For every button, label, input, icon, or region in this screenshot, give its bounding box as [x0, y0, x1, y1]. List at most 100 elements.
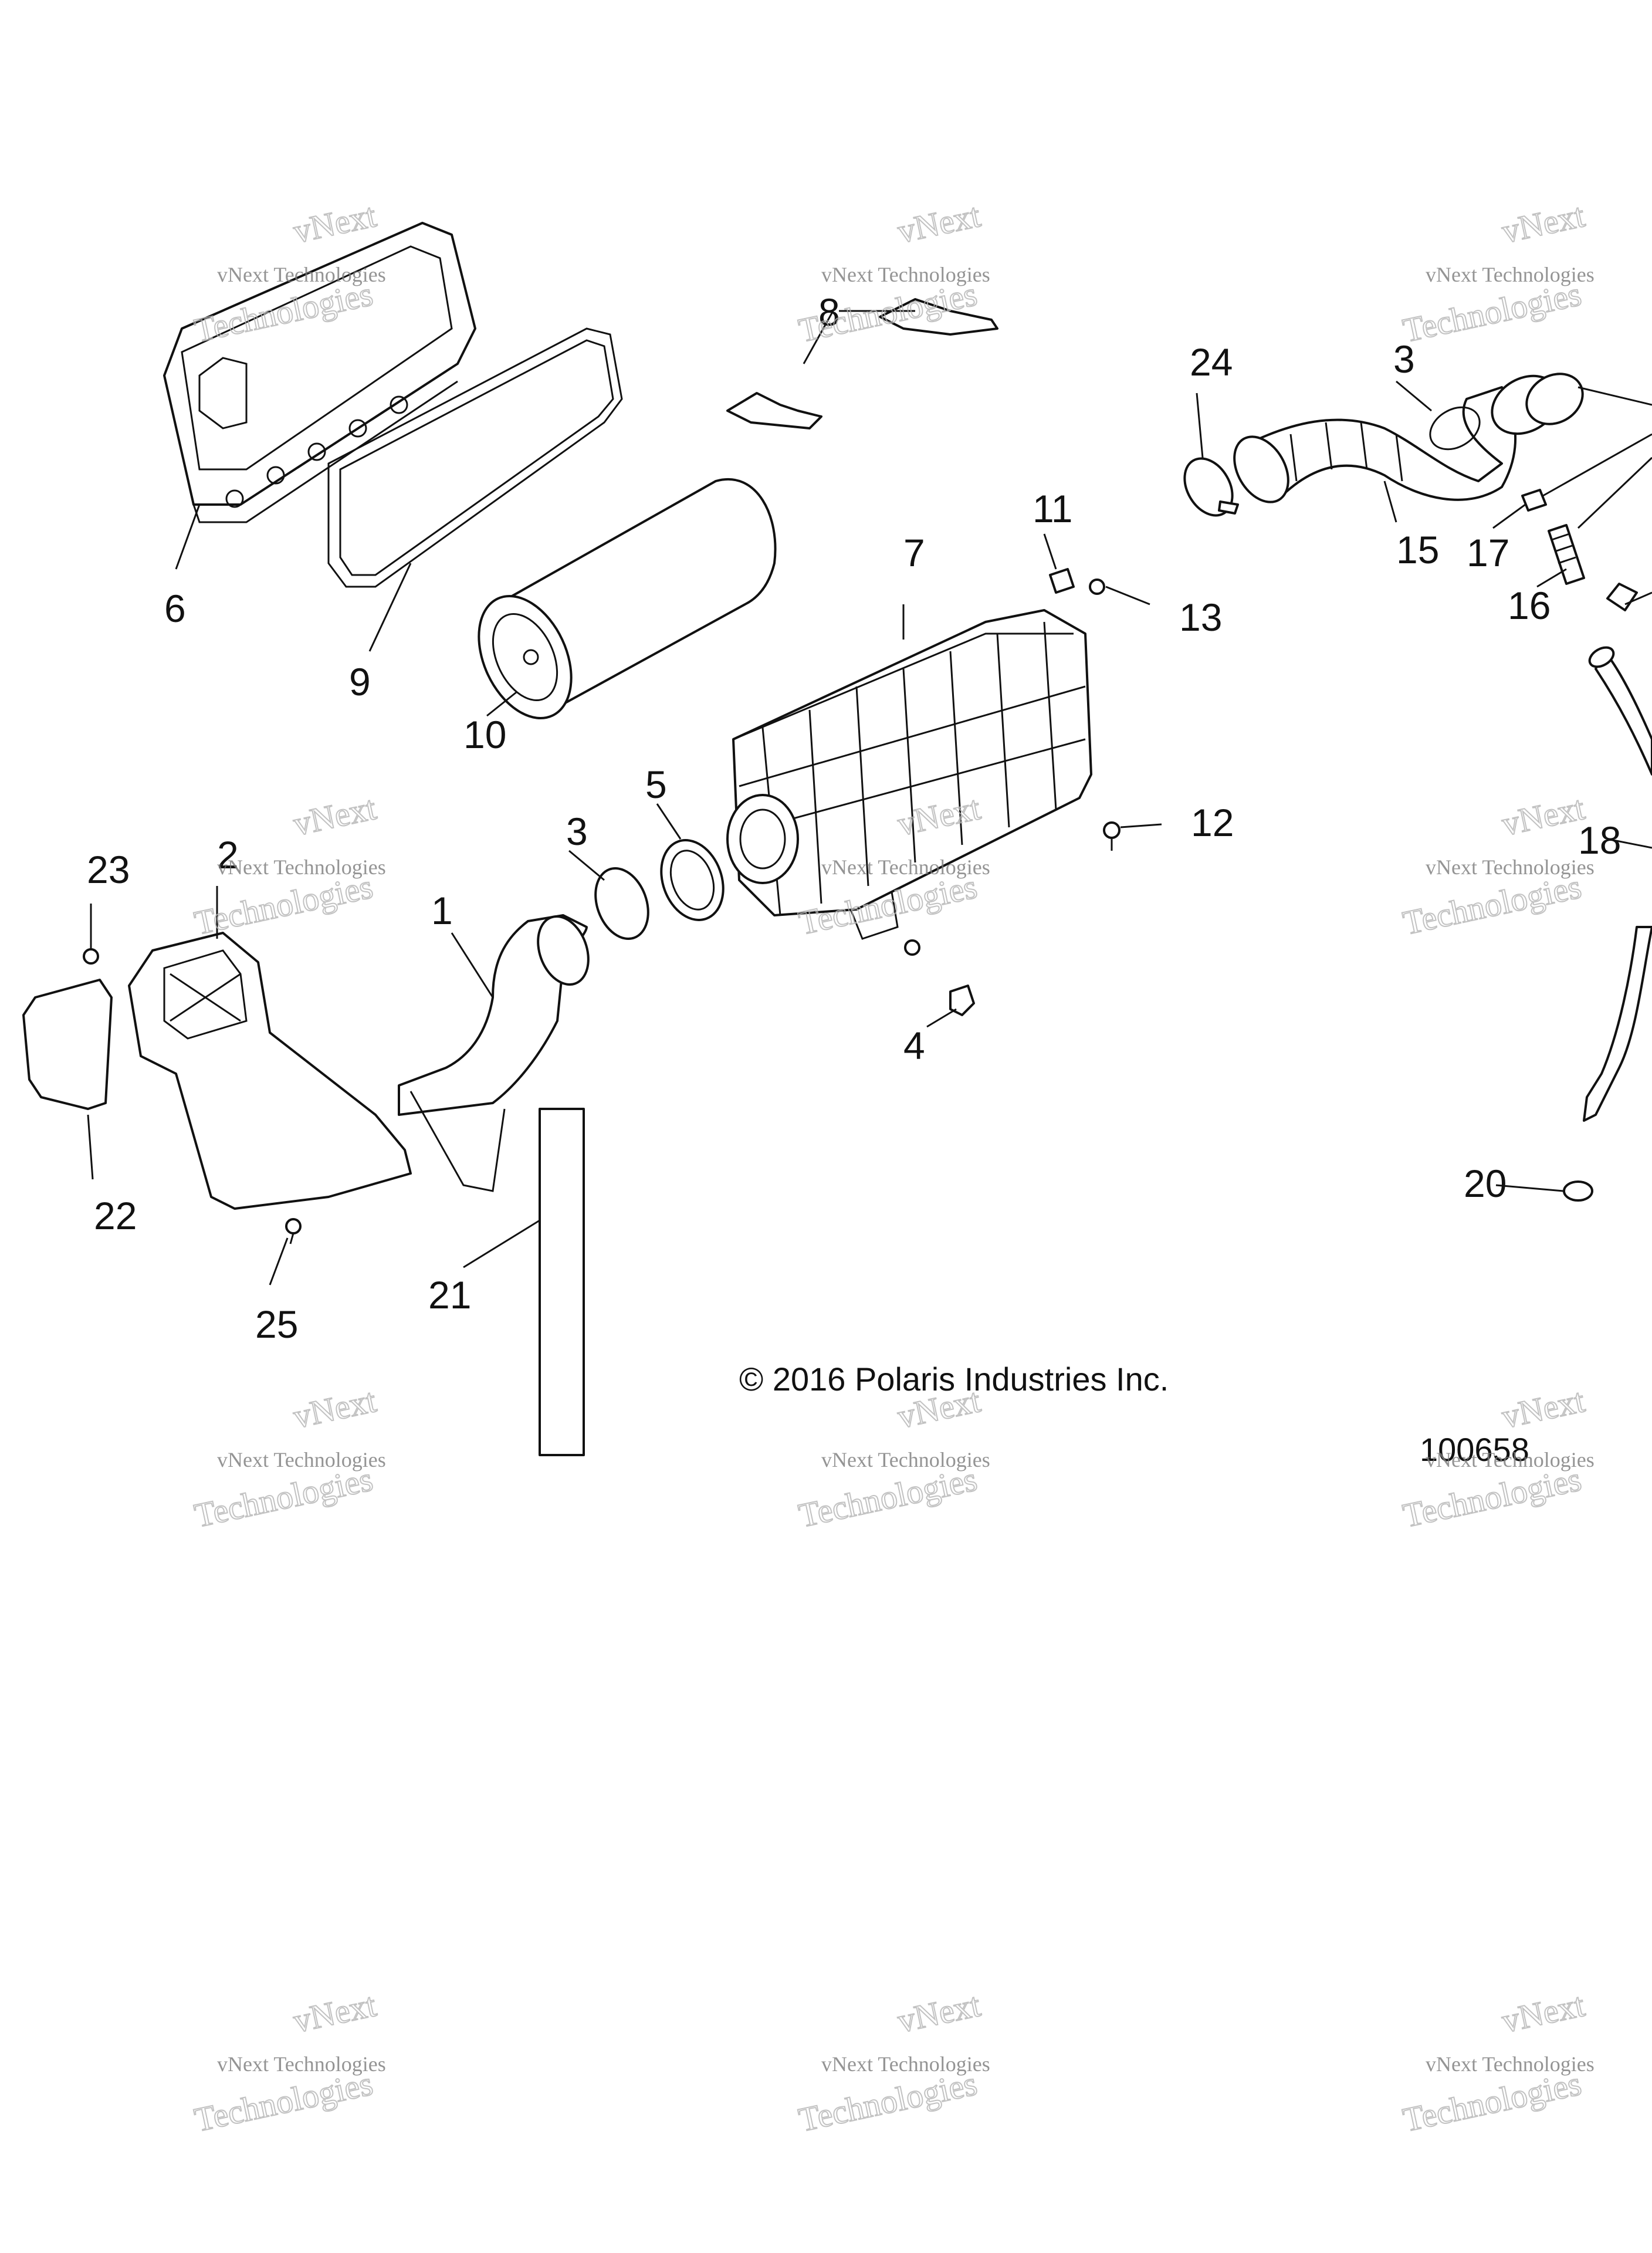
watermark-line2: vNext Technologies — [1426, 2052, 1595, 2076]
watermark-line2: vNext Technologies — [1426, 855, 1595, 879]
part-24-clamp — [1183, 457, 1239, 517]
callout-3: 3 — [1393, 337, 1415, 381]
callout-16: 16 — [1508, 584, 1551, 627]
leader-17-ext — [1542, 433, 1652, 497]
part-18-drain-hose — [1583, 583, 1652, 1122]
part-15-hose — [1233, 373, 1652, 503]
part-4-fastener — [949, 985, 975, 1016]
watermark-line1: vNext — [1498, 1985, 1587, 2040]
callout-24: 24 — [1190, 340, 1233, 384]
part-8-clips — [726, 298, 998, 429]
leader-10 — [486, 691, 517, 717]
watermark-line2: vNext Technologies — [1426, 1448, 1595, 1471]
part-17-fitting — [1521, 489, 1547, 512]
callout-10: 10 — [463, 713, 506, 756]
leader-21 — [463, 1219, 540, 1268]
callout-4: 4 — [903, 1024, 925, 1067]
figure-number: 100658 — [1420, 1431, 1529, 1468]
leader-12 — [1120, 823, 1162, 828]
watermark-line2: vNext Technologies — [821, 1448, 990, 1471]
callout-17: 17 — [1467, 531, 1509, 574]
leader-11 — [1043, 533, 1057, 570]
leader-20 — [1495, 1184, 1564, 1192]
leader-9 — [368, 563, 412, 652]
leader-24 — [1196, 393, 1204, 458]
part-10-air-filter — [478, 478, 777, 719]
callout-5: 5 — [645, 763, 667, 806]
watermark-line1: vNext — [290, 789, 379, 843]
part-16-drain-tube — [1548, 524, 1585, 585]
watermark-line1: vNext — [1498, 789, 1587, 843]
watermark-line2: vNext Technologies — [217, 855, 386, 879]
watermark-line2: vNext Technologies — [1426, 263, 1595, 286]
part-21-foam-strip — [539, 1108, 585, 1456]
part-23-fastener — [83, 948, 99, 965]
leader-25 — [269, 1237, 289, 1286]
part-13-screw — [1089, 579, 1105, 595]
callout-20: 20 — [1464, 1162, 1507, 1205]
leader-16 — [1536, 568, 1567, 588]
callout-3: 3 — [566, 810, 588, 853]
part-12-screw — [1103, 821, 1120, 851]
watermark-line1: vNext — [290, 1985, 379, 2040]
watermark-line2: vNext Technologies — [821, 263, 990, 286]
part-20-clamp — [1563, 1180, 1593, 1202]
callout-18: 18 — [1578, 818, 1621, 862]
leader-13 — [1105, 586, 1150, 605]
callout-8: 8 — [818, 290, 840, 334]
leader-22 — [87, 1114, 94, 1180]
part-6-airbox-cover — [163, 222, 476, 523]
part-3-clamp — [594, 867, 649, 941]
leader-18 — [1607, 838, 1652, 849]
leader-5 — [656, 803, 682, 840]
callout-9: 9 — [349, 660, 371, 703]
leader-8 — [803, 310, 834, 364]
callout-11: 11 — [1032, 487, 1073, 530]
part-3-upper-clamp — [1429, 406, 1481, 451]
leader-3b — [568, 850, 605, 881]
watermark-line2: vNext Technologies — [217, 1448, 386, 1471]
watermark-line2: vNext Technologies — [821, 2052, 990, 2076]
part-7-airbox — [726, 609, 1092, 940]
leader-1 — [451, 932, 494, 998]
callout-6: 6 — [164, 587, 186, 630]
callout-2: 2 — [217, 833, 239, 877]
part-5-coupler — [660, 839, 725, 921]
watermark-line1: vNext — [290, 1381, 379, 1436]
callout-12: 12 — [1191, 801, 1234, 844]
watermark-line1: vNext — [894, 196, 983, 251]
leader-3a — [1396, 380, 1432, 412]
watermark-line1: vNext — [1498, 1381, 1587, 1436]
watermark-line1: vNext — [290, 196, 379, 251]
callout-7: 7 — [903, 531, 925, 574]
callout-23: 23 — [87, 848, 130, 891]
leader-6 — [175, 504, 201, 570]
watermark-line2: vNext Technologies — [821, 855, 990, 879]
part-9-gasket — [327, 327, 623, 588]
callout-25: 25 — [255, 1303, 298, 1346]
leader-16-ext — [1577, 456, 1652, 529]
watermark-line2: vNext Technologies — [217, 263, 386, 286]
part-1-intake-duct — [398, 914, 590, 1192]
watermark-line1: vNext — [1498, 196, 1587, 251]
part-2-intake-housing — [128, 932, 412, 1210]
leader-4 — [926, 1008, 957, 1028]
callout-22: 22 — [94, 1194, 137, 1237]
part-4b-fastener — [904, 939, 920, 956]
part-25-screw — [285, 1218, 302, 1244]
part-22-cover — [22, 979, 113, 1110]
callout-1: 1 — [431, 889, 453, 932]
watermark-line2: vNext Technologies — [217, 2052, 386, 2076]
copyright-notice: © 2016 Polaris Industries Inc. — [739, 1361, 1169, 1398]
watermark-line1: vNext — [894, 1985, 983, 2040]
